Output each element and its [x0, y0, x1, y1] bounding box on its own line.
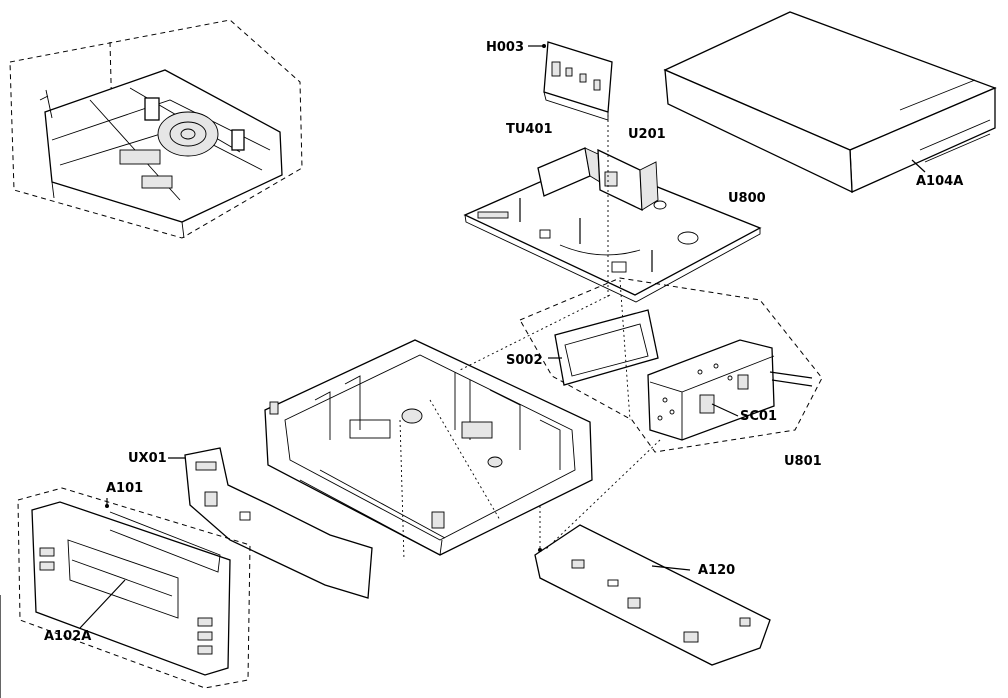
label-u800: U800	[728, 191, 766, 206]
alignment-lines	[459, 110, 661, 551]
front-panel-a102a	[0, 487, 251, 698]
label-u201: U201	[628, 127, 666, 142]
top-cover-a104a	[663, 11, 997, 194]
label-a102a: A102A	[44, 629, 91, 644]
label-h003: H003	[486, 40, 524, 55]
main-chassis	[264, 339, 593, 561]
label-tu401: TU401	[506, 122, 553, 137]
label-a120: A120	[698, 563, 735, 578]
label-s002: S002	[506, 353, 543, 368]
board-ux01	[168, 447, 373, 599]
label-sc01: SC01	[740, 409, 777, 424]
bottom-plate-a120	[534, 524, 771, 666]
tape-mechanism-assembly	[9, 19, 303, 239]
label-a101: A101	[106, 481, 143, 496]
label-ux01: UX01	[128, 451, 167, 466]
label-a104a: A104A	[916, 174, 963, 189]
main-board-u800	[463, 147, 762, 303]
sub-assembly-u801	[519, 277, 823, 453]
board-h003	[528, 41, 613, 121]
part-labels: H003 TU401 U201 U800 A104A S002 SC01 U80…	[44, 40, 963, 644]
label-u801: U801	[784, 454, 822, 469]
